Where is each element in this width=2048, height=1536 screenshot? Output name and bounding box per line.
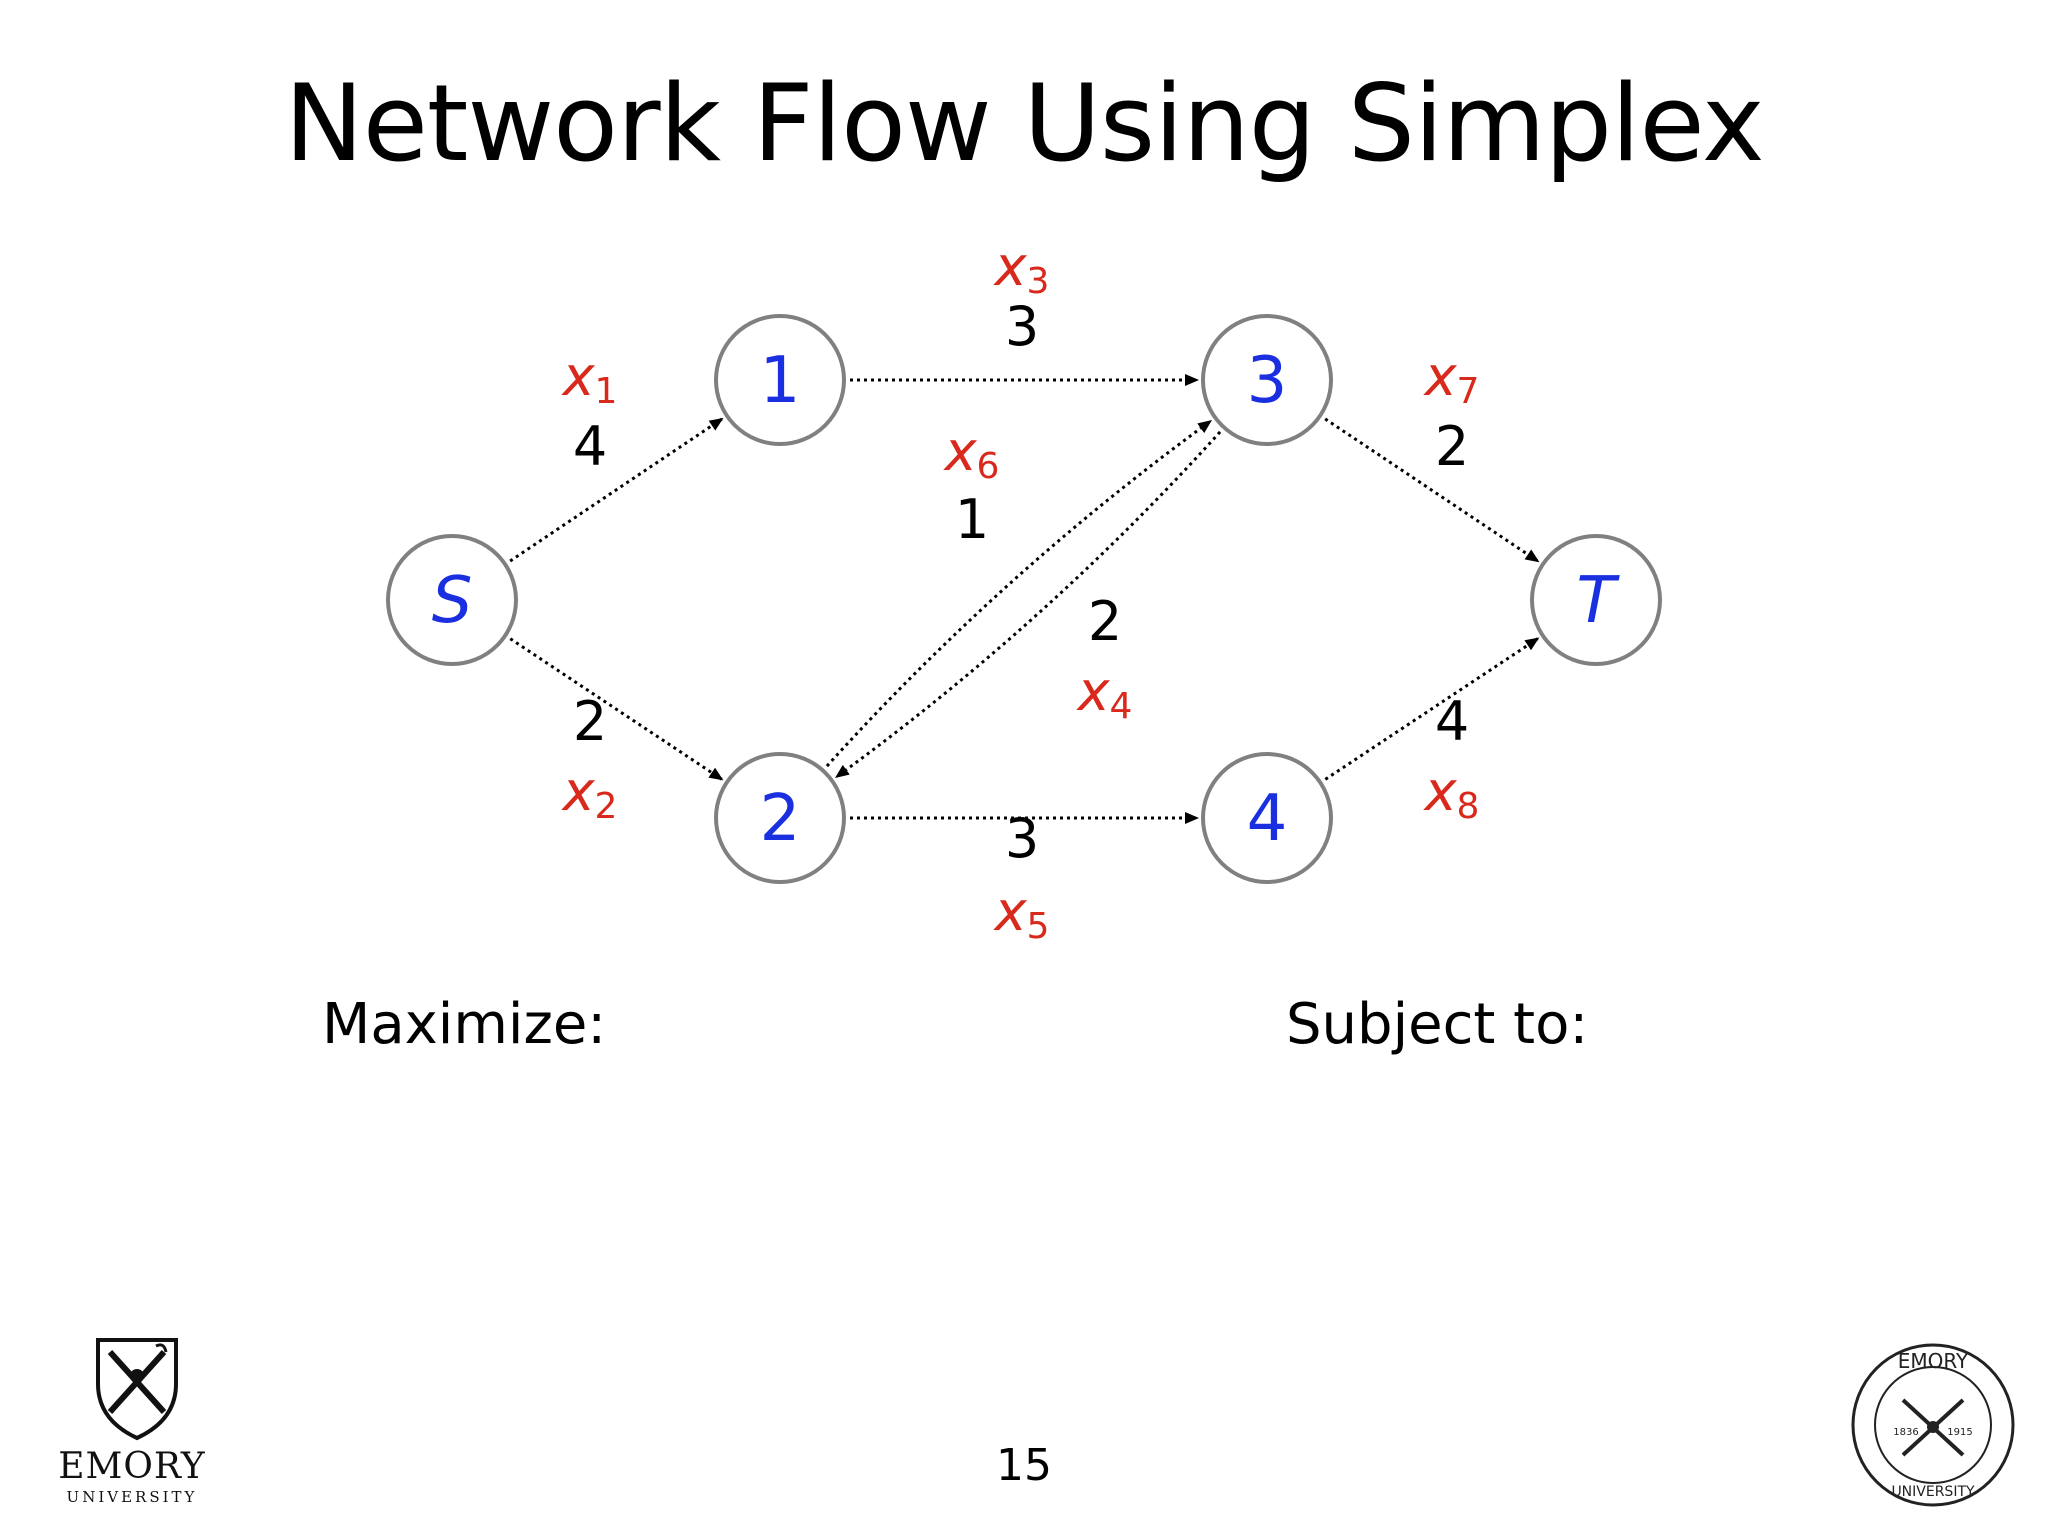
page-number: 15 — [996, 1440, 1052, 1491]
node-3-circle — [1201, 314, 1333, 446]
node-4-circle — [1201, 752, 1333, 884]
node-T-circle — [1530, 534, 1662, 666]
edges-layer — [509, 374, 1540, 824]
logo-subtext: UNIVERSITY — [66, 1488, 198, 1506]
edge-3-2 — [834, 430, 1222, 779]
shield-icon — [96, 1338, 178, 1441]
edge-variable-1-3: x3 — [993, 235, 1050, 302]
edge-variable-S-1: x1 — [561, 345, 618, 412]
maximize-label: Maximize: — [322, 992, 607, 1057]
edge-4-T — [1324, 637, 1540, 781]
edge-capacity-S-2: 2 — [573, 690, 607, 753]
edge-capacity-3-T: 2 — [1435, 415, 1469, 478]
node-S-label: S — [432, 564, 473, 638]
edge-2-3 — [825, 419, 1213, 768]
edge-variable-4-T: x8 — [1423, 760, 1480, 827]
edge-capacity-S-1: 4 — [573, 415, 607, 478]
edge-S-2 — [509, 637, 724, 781]
slide-title: Network Flow Using Simplex — [284, 62, 1764, 185]
edge-capacity-2-4: 3 — [1005, 807, 1039, 870]
edge-capacity-4-T: 4 — [1435, 690, 1469, 753]
edge-capacity-1-3: 3 — [1005, 295, 1039, 358]
subject-to-label: Subject to: — [1286, 992, 1589, 1057]
seal-year-left: 1836 — [1893, 1427, 1918, 1438]
node-1-circle — [714, 314, 846, 446]
node-1-label: 1 — [760, 344, 801, 418]
seal-top-text: EMORY — [1898, 1349, 1969, 1373]
node-4-label: 4 — [1247, 782, 1288, 856]
node-2-label: 2 — [760, 782, 801, 856]
edge-variable-2-4: x5 — [993, 880, 1050, 947]
node-S-circle — [386, 534, 518, 666]
edge-variable-3-T: x7 — [1423, 345, 1480, 412]
seal-bottom-text: UNIVERSITY — [1891, 1484, 1975, 1500]
edge-variable-3-2: x6 — [943, 420, 1000, 487]
node-T-label: T — [1576, 564, 1620, 638]
edge-variable-2-3: x4 — [1076, 660, 1133, 727]
edge-capacity-2-3: 2 — [1088, 590, 1122, 653]
edge-S-1 — [509, 417, 724, 563]
node-2-circle — [714, 752, 846, 884]
edge-variable-S-2: x2 — [561, 760, 618, 827]
node-3-label: 3 — [1247, 344, 1288, 418]
emory-seal-icon: EMORY UNIVERSITY 1836 1915 — [1851, 1343, 2015, 1507]
edge-3-T — [1324, 417, 1540, 563]
seal-year-right: 1915 — [1947, 1427, 1972, 1438]
edge-capacity-3-2: 1 — [955, 488, 989, 551]
logo-wordmark: EMORY — [58, 1446, 206, 1487]
emory-shield-logo: EMORY UNIVERSITY — [52, 1336, 212, 1506]
